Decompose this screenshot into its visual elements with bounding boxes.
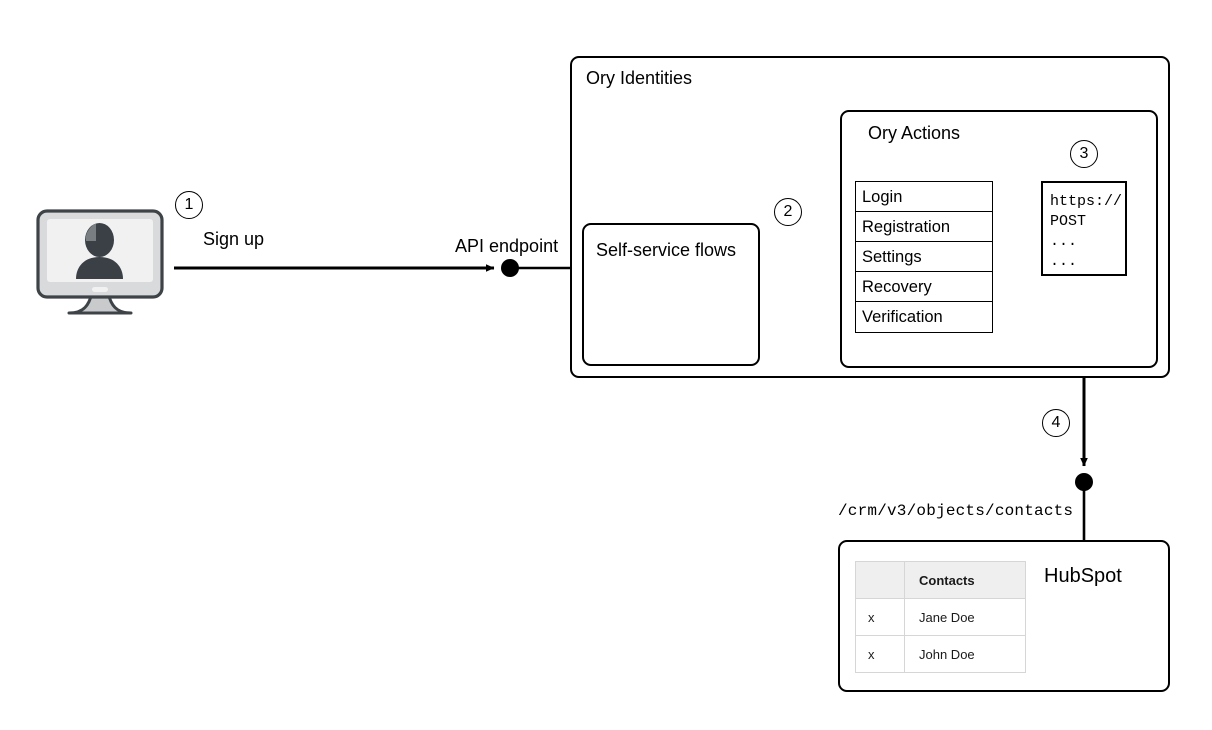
signup-label: Sign up xyxy=(203,229,265,249)
flow-item-settings[interactable]: Settings xyxy=(856,242,992,272)
hubspot-title: HubSpot xyxy=(1044,565,1122,587)
self-service-flow-list: Login Registration Settings Recovery Ver… xyxy=(855,181,993,333)
row-mark: x xyxy=(855,635,905,673)
row-mark: x xyxy=(855,598,905,636)
step-badge-1: 1 xyxy=(175,191,203,219)
table-row[interactable]: x Jane Doe xyxy=(855,598,1026,636)
row-contact-name: Jane Doe xyxy=(904,598,1026,636)
table-header-row: Contacts xyxy=(855,561,1026,599)
step-badge-2: 2 xyxy=(774,198,802,226)
table-row[interactable]: x John Doe xyxy=(855,635,1026,673)
column-header-contacts: Contacts xyxy=(904,561,1026,599)
row-contact-name: John Doe xyxy=(904,635,1026,673)
self-service-flows-box xyxy=(582,223,760,366)
webhook-line-body-2: ... xyxy=(1050,252,1078,270)
column-header-mark xyxy=(855,561,905,599)
ory-actions-title: Ory Actions xyxy=(868,123,961,143)
flow-item-registration[interactable]: Registration xyxy=(856,212,992,242)
flow-item-login[interactable]: Login xyxy=(856,182,992,212)
api-endpoint-label: API endpoint xyxy=(455,236,559,256)
webhook-request-box: https:// POST ... ... xyxy=(1041,181,1127,276)
step-badge-4: 4 xyxy=(1042,409,1070,437)
step-badge-3: 3 xyxy=(1070,140,1098,168)
self-service-flows-title: Self-service flows xyxy=(596,240,737,260)
webhook-line-body-1: ... xyxy=(1050,232,1078,250)
monitor-user-icon xyxy=(36,209,164,321)
ory-identities-title: Ory Identities xyxy=(586,68,693,88)
flow-item-verification[interactable]: Verification xyxy=(862,308,943,326)
flow-item-recovery[interactable]: Recovery xyxy=(856,272,992,302)
crm-api-path-label: /crm/v3/objects/contacts xyxy=(838,502,1074,520)
webhook-line-method: POST xyxy=(1050,212,1087,230)
webhook-line-url: https:// xyxy=(1050,193,1123,210)
contacts-table: Contacts x Jane Doe x John Doe xyxy=(855,561,1026,673)
